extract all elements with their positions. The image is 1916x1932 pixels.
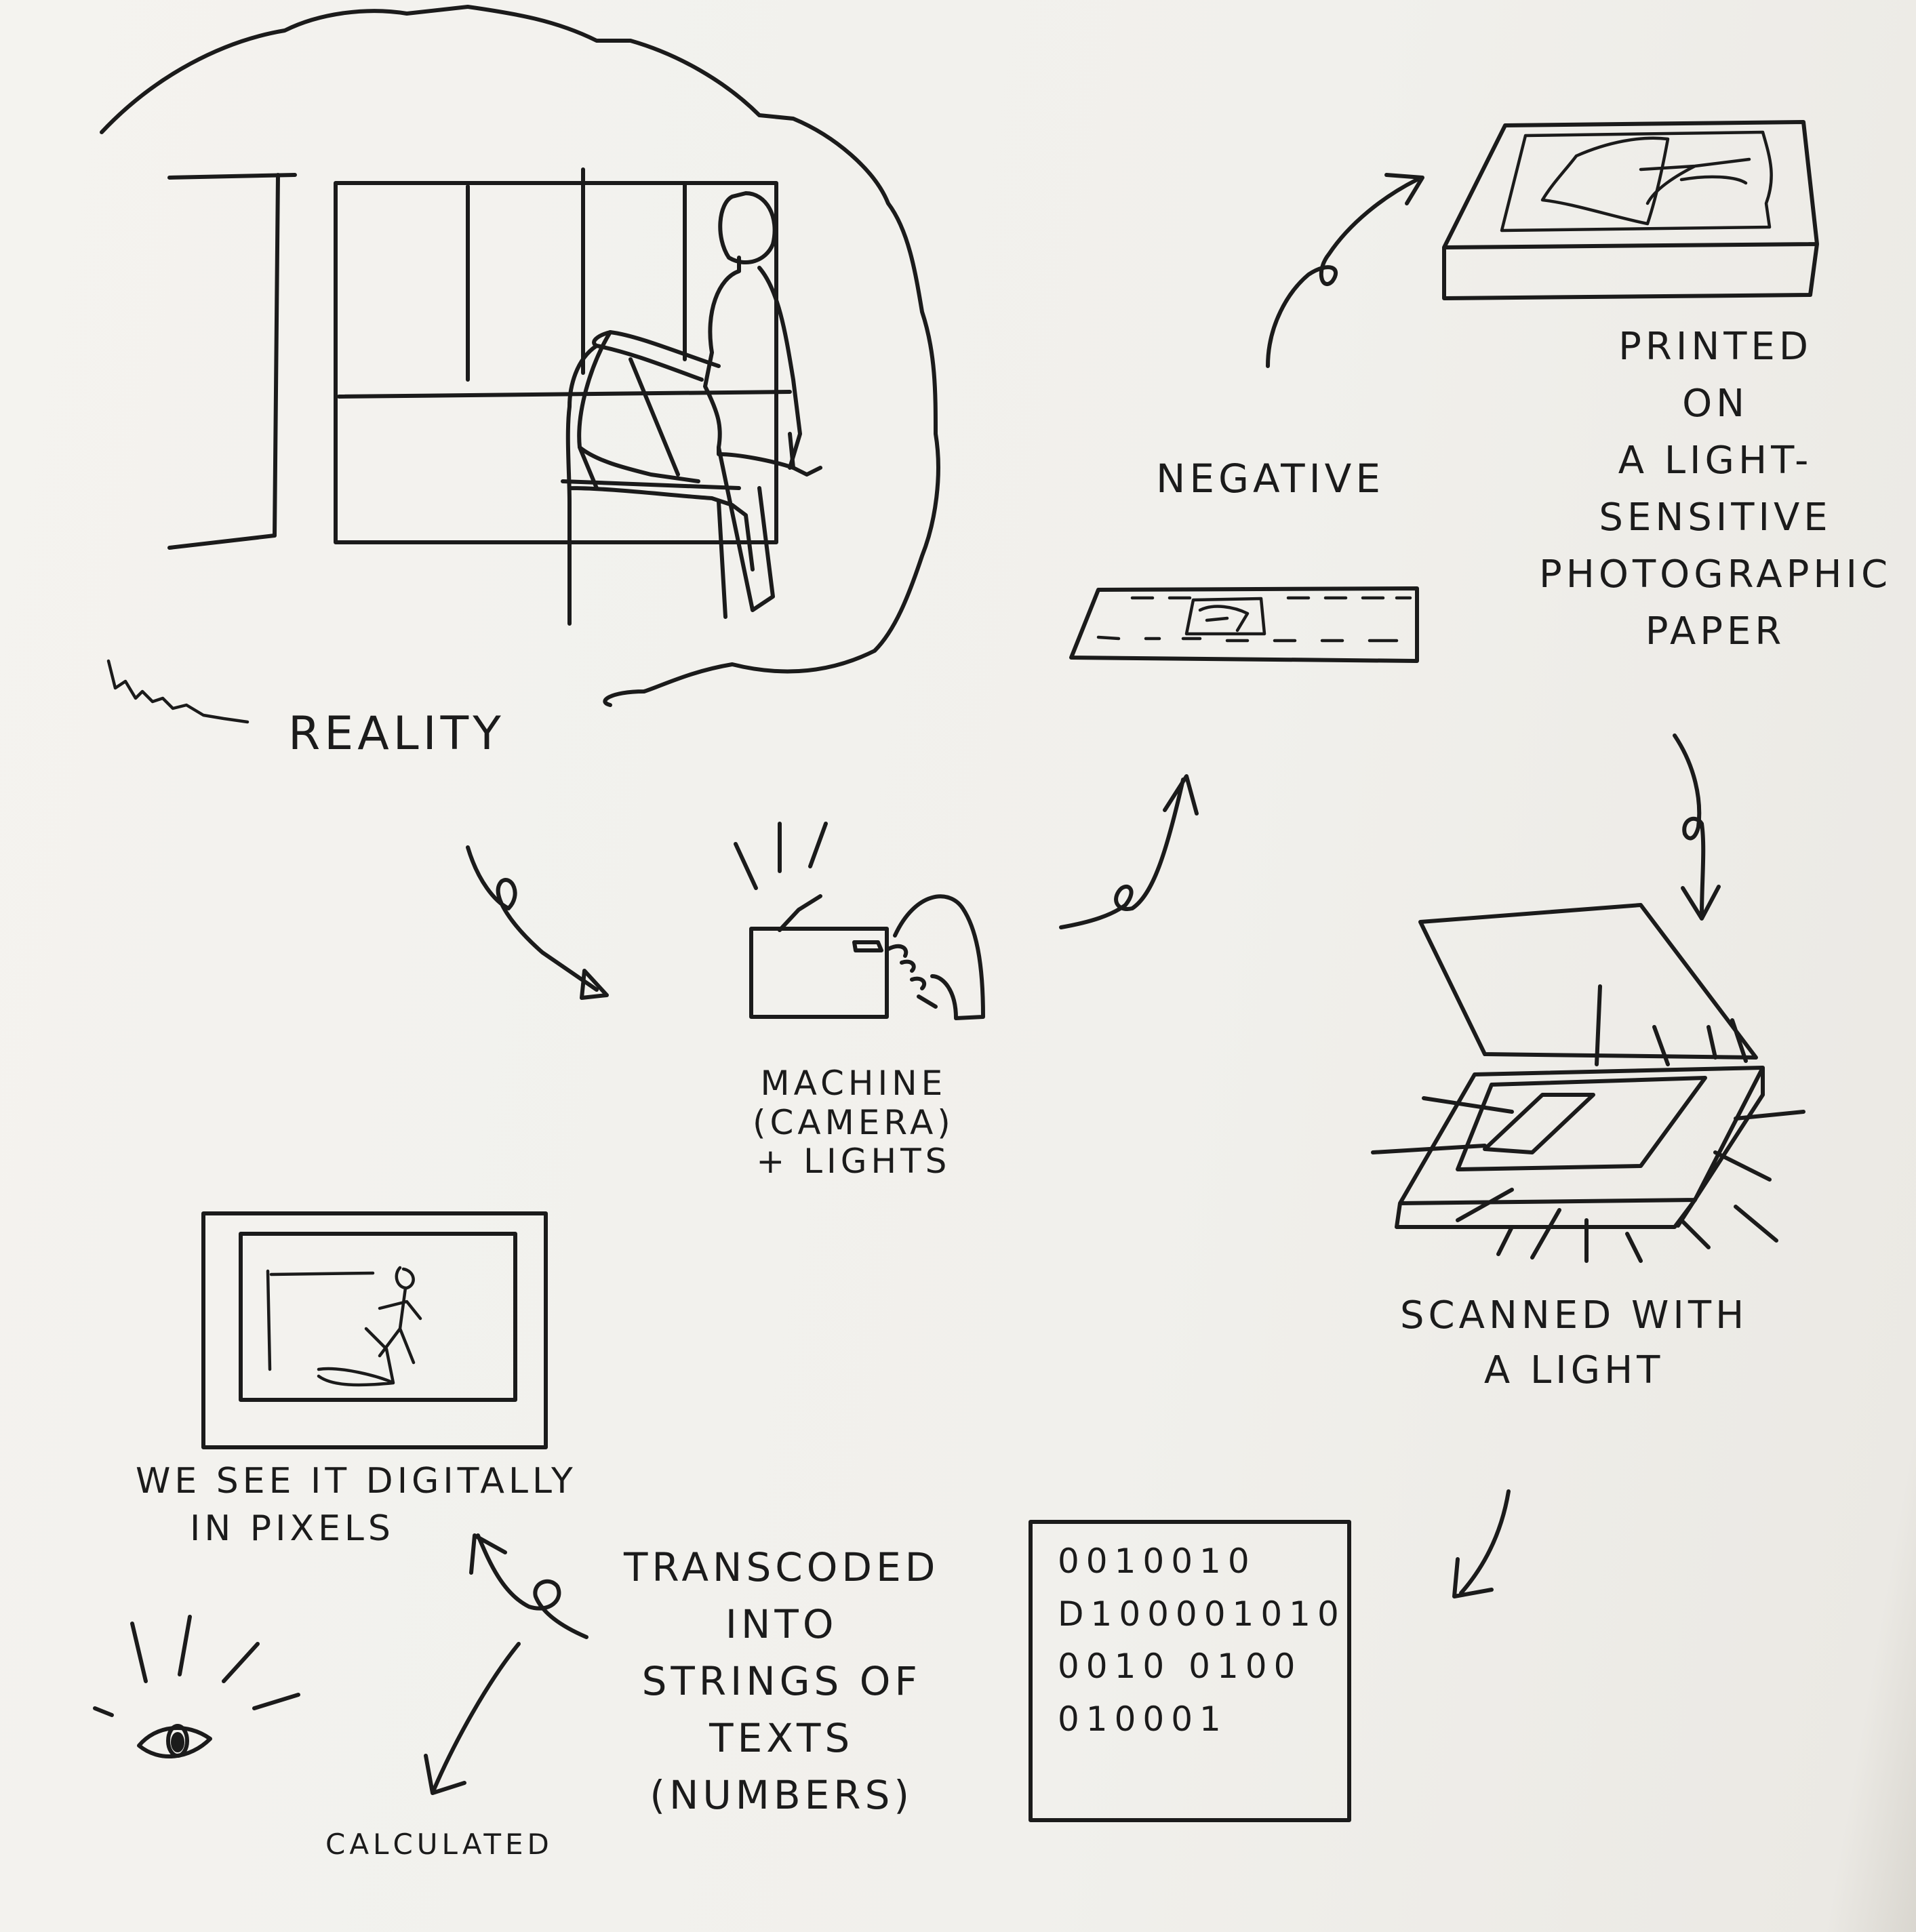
eye-pupil (171, 1732, 184, 1752)
camera-light-ray-3 (808, 822, 828, 868)
label-printed-line-2: ON (1682, 382, 1749, 426)
arrow-head-calculated (424, 1754, 466, 1795)
eye-ray-3 (178, 1615, 192, 1676)
label-transcoded-line-3: STRINGS OF (641, 1658, 921, 1705)
label-printed-line-1: PRINTED (1618, 325, 1812, 369)
scanner-document (1483, 1093, 1595, 1154)
label-transcoded-line-2: INTO (725, 1601, 838, 1648)
arrow-to-calculated (432, 1642, 521, 1792)
reality-ceiling-line (167, 173, 297, 180)
scanner-glass (1456, 1076, 1707, 1171)
scanner-light-rays (1371, 984, 1805, 1263)
label-scanned-line-1: SCANNED WITH (1400, 1293, 1749, 1337)
reality-grass (106, 659, 250, 724)
eye-ray-4 (222, 1642, 260, 1683)
arrow-paper-to-scanner (1673, 733, 1706, 917)
photo-paper-sheet (1500, 130, 1773, 233)
arrow-transcoded-to-digital (476, 1533, 588, 1639)
arrow-head-camera (580, 969, 609, 1000)
arrow-reality-to-camera (466, 845, 599, 992)
negative-film-bottom-perforation (1096, 635, 1399, 643)
eye-ray-2 (130, 1622, 148, 1683)
arrow-scanner-to-binary (1459, 1489, 1511, 1595)
camera-body (749, 927, 889, 1019)
label-digital-line-2: IN PIXELS (190, 1508, 395, 1550)
label-scanned: SCANNED WITH A LIGHT (1400, 1288, 1748, 1398)
reality-wall-line (273, 173, 280, 538)
arrow-camera-to-negative (1059, 778, 1185, 929)
label-transcoded-line-5: (NUMBERS) (650, 1772, 914, 1819)
digital-screen-picture (266, 1266, 422, 1387)
label-scanned-line-2: A LIGHT (1483, 1348, 1664, 1393)
label-camera-line-2: (CAMERA) (753, 1102, 955, 1142)
label-transcoded-line-1: TRANSCODED (624, 1544, 940, 1590)
label-digital: WE SEE IT DIGITALLY IN PIXELS (136, 1457, 577, 1552)
reality-cloud-outline (100, 5, 940, 707)
binary-line-1: 0010010 (1058, 1542, 1256, 1581)
label-printed-line-4: SENSITIVE (1599, 496, 1832, 540)
camera-lens-slot (852, 940, 883, 952)
label-printed-line-5: PHOTOGRAPHIC (1539, 552, 1892, 597)
negative-film-strip (1069, 586, 1419, 663)
binary-text: 0010010 D100001010 0010 0100 010001 (1058, 1535, 1346, 1746)
scanner-lid (1418, 903, 1758, 1060)
reality-chair (561, 344, 775, 626)
binary-line-2: D100001010 (1058, 1594, 1346, 1634)
reality-window-frame (334, 181, 778, 544)
reality-person-body (703, 256, 802, 470)
eye-iris (166, 1724, 189, 1758)
digital-screen-inner (239, 1232, 517, 1402)
label-printed: PRINTED ON A LIGHT- SENSITIVE PHOTOGRAPH… (1539, 319, 1892, 660)
label-transcoded-line-4: TEXTS (709, 1715, 854, 1762)
label-transcoded: TRANSCODED INTO STRINGS OF TEXTS (NUMBER… (624, 1539, 939, 1824)
label-printed-line-6: PAPER (1645, 609, 1786, 653)
negative-frame-image (1184, 597, 1266, 636)
arrow-head-digital (469, 1533, 507, 1575)
camera-flash (778, 894, 822, 932)
camera-hand (886, 894, 985, 1020)
label-camera: MACHINE (CAMERA) + LIGHTS (753, 1064, 955, 1182)
label-digital-line-1: WE SEE IT DIGITALLY (136, 1461, 577, 1502)
label-negative: NEGATIVE (1156, 456, 1385, 502)
digital-screen-outer (201, 1211, 548, 1449)
binary-box (1029, 1520, 1351, 1822)
label-reality: REALITY (288, 707, 505, 761)
eye-ray-1 (93, 1706, 114, 1717)
arrow-head-binary (1452, 1557, 1494, 1598)
arrow-negative-to-paper (1266, 178, 1419, 368)
label-calculated: CALCULATED (325, 1828, 553, 1861)
camera-light-ray-1 (734, 842, 758, 890)
arrow-head-paper (1384, 173, 1424, 205)
scanner-base (1395, 1066, 1765, 1229)
photo-paper-tray (1442, 120, 1819, 300)
arrow-head-scanner (1681, 885, 1721, 921)
eye-outline (137, 1726, 212, 1758)
binary-line-4: 010001 (1058, 1699, 1228, 1739)
reality-window-sill (337, 390, 792, 399)
label-camera-line-1: MACHINE (760, 1064, 947, 1103)
eye-ray-5 (252, 1693, 300, 1710)
reality-person-arm (592, 330, 822, 477)
arrow-head-negative (1163, 774, 1199, 816)
binary-line-3: 0010 0100 (1058, 1647, 1302, 1686)
reality-person-head (718, 191, 777, 265)
reality-floor-line (167, 534, 277, 550)
reality-person-legs (577, 330, 700, 490)
label-printed-line-3: A LIGHT- (1618, 439, 1813, 483)
label-camera-line-3: + LIGHTS (756, 1142, 951, 1181)
